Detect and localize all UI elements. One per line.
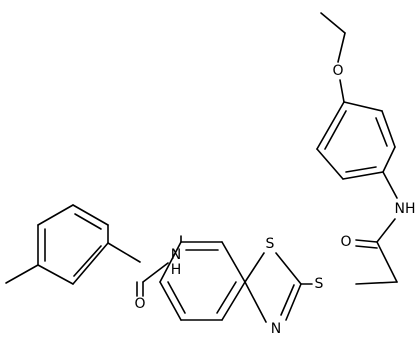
bond xyxy=(107,242,141,263)
bond xyxy=(285,283,302,321)
bond xyxy=(342,171,384,180)
bond xyxy=(376,241,398,283)
bond xyxy=(355,239,378,243)
bond xyxy=(244,281,267,323)
bond xyxy=(159,281,182,321)
bond xyxy=(216,281,237,314)
bond xyxy=(280,284,295,316)
bond xyxy=(320,12,346,34)
amide-nh-label: NH xyxy=(395,201,416,217)
bond xyxy=(381,110,396,148)
bond xyxy=(339,79,345,103)
bond xyxy=(355,281,398,285)
bond xyxy=(37,204,74,226)
bond xyxy=(337,32,346,63)
bond xyxy=(382,146,396,173)
bond xyxy=(376,218,396,243)
bond xyxy=(316,101,345,150)
bond xyxy=(142,262,169,283)
bond xyxy=(72,204,109,226)
bond xyxy=(343,101,383,112)
bond xyxy=(221,281,246,321)
benzamide-hydrogen-label: H xyxy=(171,262,182,278)
bond xyxy=(74,213,102,230)
bond xyxy=(159,241,182,283)
thioether-sulfur-label: S xyxy=(315,276,324,292)
bond xyxy=(5,264,39,284)
bond xyxy=(72,242,109,285)
bond xyxy=(275,252,302,285)
bond xyxy=(244,252,265,283)
bond xyxy=(375,117,388,147)
benzamide-oxygen-label: O xyxy=(134,296,145,312)
ether-oxygen-label: O xyxy=(332,63,343,79)
thiazole-sulfur-label: S xyxy=(266,236,275,252)
thiazole-nitrogen-label: N xyxy=(271,321,281,337)
bond xyxy=(73,245,102,277)
bond xyxy=(37,264,74,285)
amide-carbonyl-oxygen-label: O xyxy=(340,234,351,250)
bond xyxy=(167,281,186,314)
bond xyxy=(221,241,246,283)
benzamide-nitrogen-label: N xyxy=(171,247,181,263)
bond xyxy=(345,166,377,173)
bond xyxy=(382,171,398,199)
bond xyxy=(324,110,347,150)
bond xyxy=(355,245,378,249)
bond xyxy=(316,148,344,180)
